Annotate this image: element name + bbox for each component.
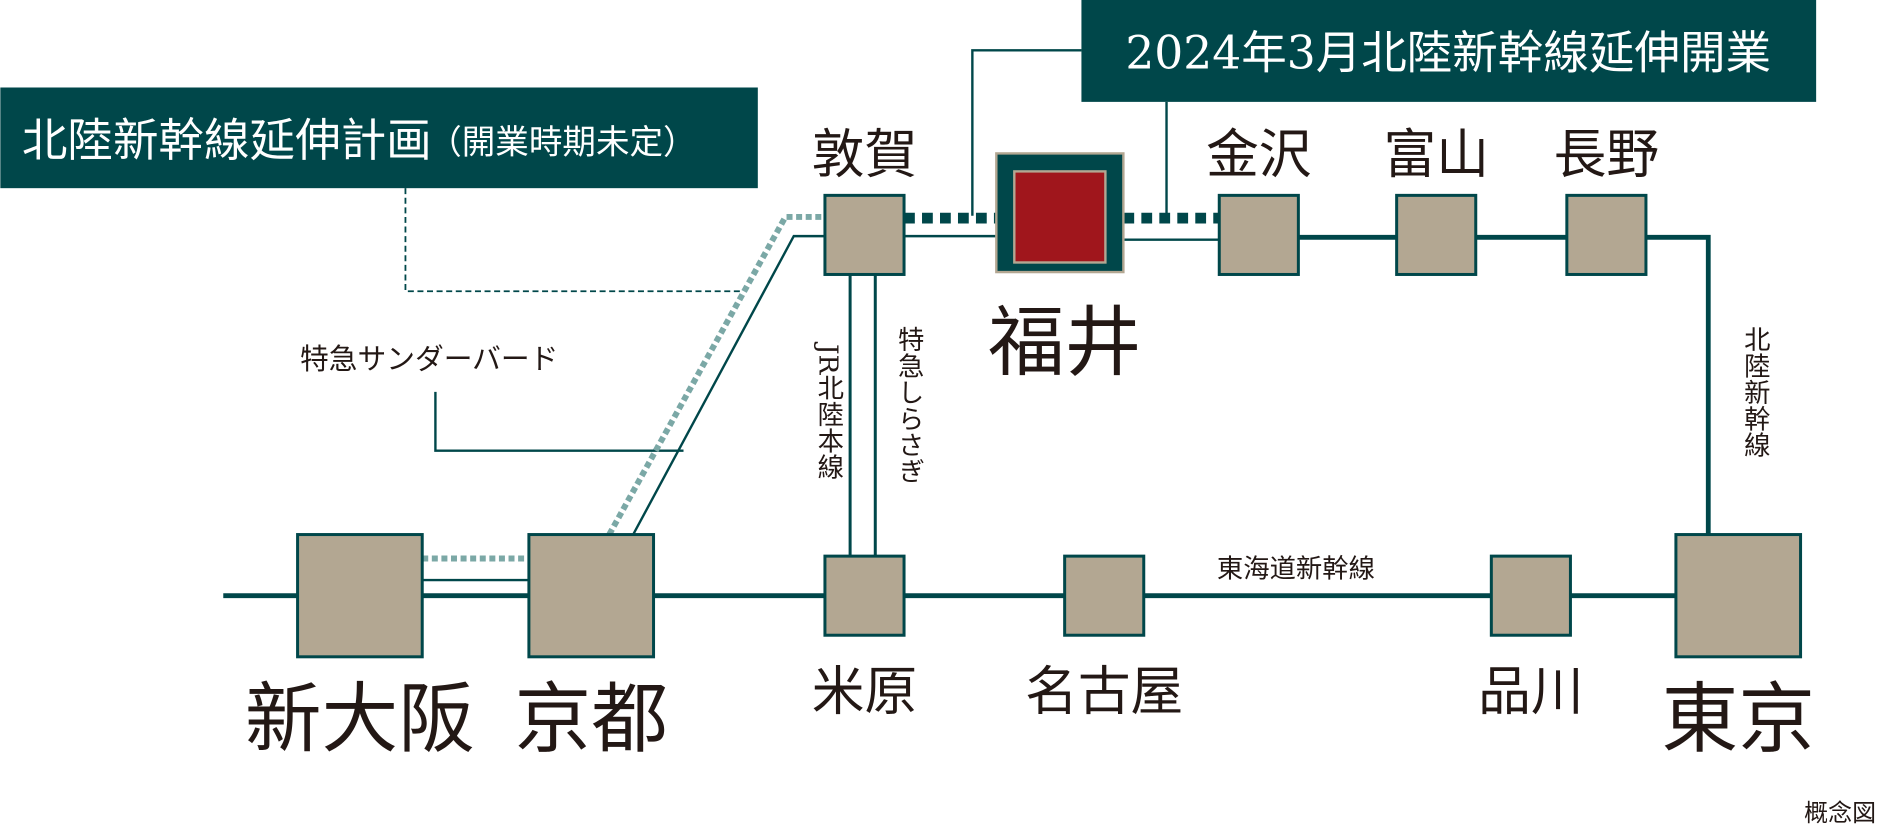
station-nagoya (1063, 554, 1146, 637)
planned-callout-text: 北陸新幹線延伸計画 (22, 114, 432, 167)
opened-extension-callout: 2024年3月北陸新幹線延伸開業 (1081, 0, 1817, 102)
label-shirasagi: 特急しらさぎ (893, 326, 923, 484)
label-maibara: 米原 (812, 662, 917, 723)
station-kanazawa (1217, 193, 1300, 276)
label-tsuruga: 敦賀 (812, 125, 917, 186)
hokuriku-shinkansen-line (1298, 234, 1711, 537)
opened-callout-leader-left (971, 49, 1082, 216)
station-nagano (1565, 193, 1648, 276)
station-kyoto (527, 533, 656, 659)
label-fukui: 福井 (988, 299, 1141, 388)
label-nagoya: 名古屋 (1025, 662, 1183, 723)
station-tokyo (1674, 533, 1803, 659)
planned-callout-leader (404, 188, 742, 293)
label-tokyo: 東京 (1662, 675, 1815, 764)
thunderbird-label-leader (434, 391, 684, 452)
label-nagano: 長野 (1554, 125, 1659, 186)
thunderbird-line (632, 234, 825, 536)
station-shinosaka (296, 533, 424, 659)
label-jr-hokuriku: JR北陸本線 (812, 341, 843, 480)
label-toyama: 富山 (1383, 125, 1488, 186)
label-thunderbird: 特急サンダーバード (300, 342, 558, 376)
label-hokuriku-shinkansen: 北陸新幹線 (1739, 326, 1770, 458)
opened-callout-text: 2024年3月北陸新幹線延伸開業 (1125, 26, 1771, 79)
station-fukui (995, 152, 1125, 274)
label-shinosaka: 新大阪 (245, 675, 475, 764)
planned-extension-line (606, 213, 825, 537)
station-toyama (1395, 193, 1478, 276)
label-shinagawa: 品川 (1478, 662, 1583, 723)
concept-note: 概念図 (1804, 799, 1876, 827)
station-tsuruga (823, 193, 906, 276)
station-maibara (823, 554, 906, 637)
planned-callout-note: （開業時期未定） (428, 122, 696, 161)
label-kanazawa: 金沢 (1206, 125, 1311, 186)
planned-extension-callout: 北陸新幹線延伸計画 （開業時期未定） (0, 87, 758, 189)
station-shinagawa (1489, 554, 1572, 637)
label-tokaido-shinkansen: 東海道新幹線 (1217, 555, 1375, 585)
label-kyoto: 京都 (515, 675, 668, 764)
